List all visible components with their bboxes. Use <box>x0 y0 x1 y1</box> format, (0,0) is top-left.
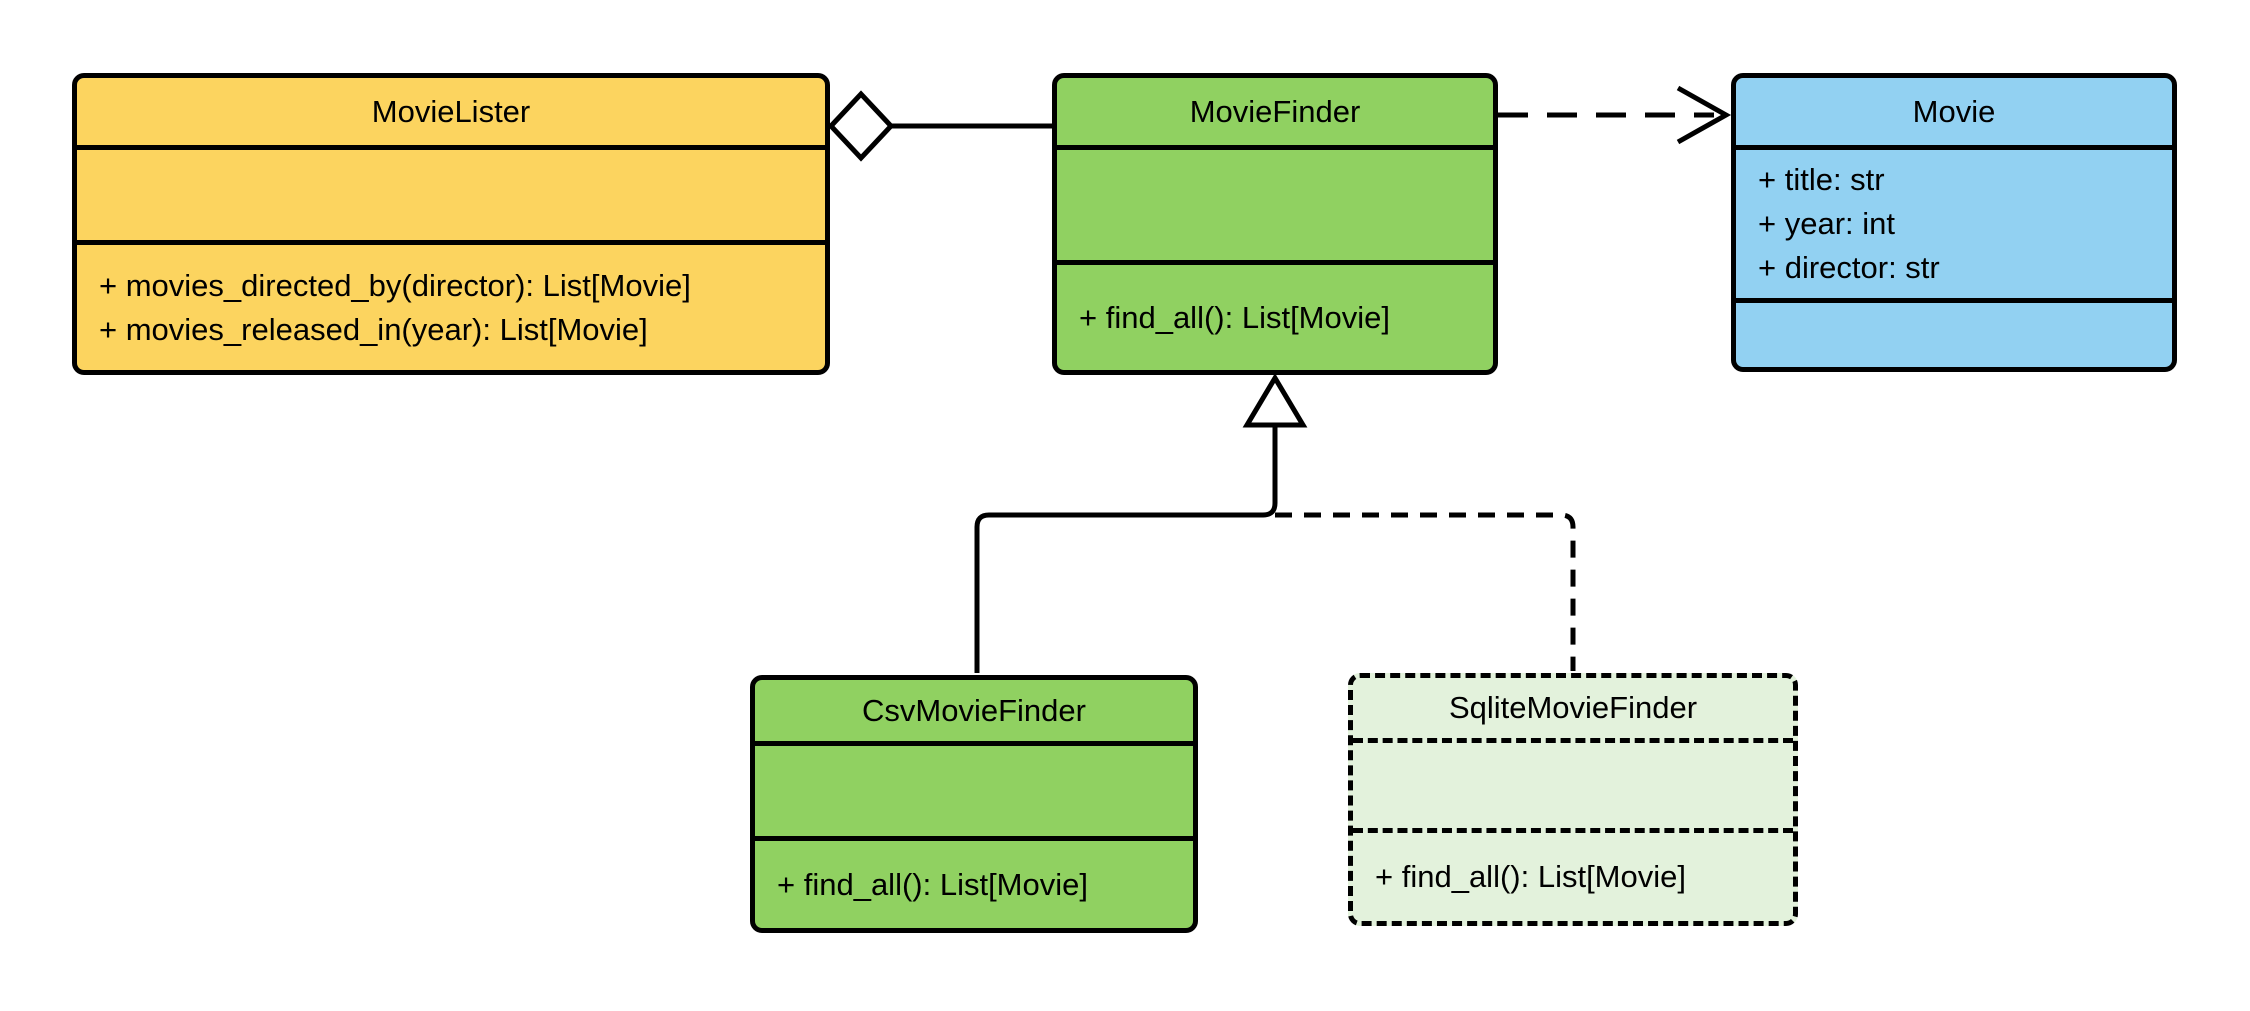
class-movielister-attributes-section <box>77 150 825 245</box>
class-sqlitemoviefinder-attributes-section <box>1353 743 1793 833</box>
class-moviefinder-attributes-section <box>1057 150 1493 265</box>
class-sqlitemoviefinder-methods-section: + find_all(): List[Movie] <box>1353 833 1793 921</box>
class-movie-header: Movie <box>1736 78 2172 150</box>
class-moviefinder-methods-section: + find_all(): List[Movie] <box>1057 265 1493 370</box>
class-sqlitemoviefinder-title: SqliteMovieFinder <box>1448 690 1698 725</box>
aggregation-connector[interactable] <box>827 90 1052 162</box>
generalization-solid-path <box>974 425 1278 673</box>
method-item: + movies_directed_by(director): List[Mov… <box>99 267 691 303</box>
method-item: + find_all(): List[Movie] <box>1375 859 1686 894</box>
class-movie-title: Movie <box>1912 93 1996 129</box>
attribute-item: + title: str <box>1758 162 1885 197</box>
class-moviefinder-title: MovieFinder <box>1189 93 1361 129</box>
class-csvmoviefinder-title: CsvMovieFinder <box>862 692 1086 728</box>
class-moviefinder[interactable]: MovieFinder + find_all(): List[Movie] <box>1052 73 1498 375</box>
class-moviefinder-header: MovieFinder <box>1057 78 1493 150</box>
class-movielister-header: MovieLister <box>77 78 825 150</box>
generalization-dashed-path <box>1275 512 1576 671</box>
attribute-item: + director: str <box>1758 250 1940 285</box>
class-movielister-methods-section: + movies_directed_by(director): List[Mov… <box>77 245 825 370</box>
class-csvmoviefinder[interactable]: CsvMovieFinder + find_all(): List[Movie] <box>750 675 1198 933</box>
method-item: + find_all(): List[Movie] <box>777 866 1088 902</box>
class-movie-methods-section <box>1736 303 2172 367</box>
dependency-connector[interactable] <box>1498 85 1732 145</box>
class-movie[interactable]: Movie + title: str + year: int + directo… <box>1731 73 2177 372</box>
dependency-arrow-icon <box>1676 85 1732 145</box>
class-sqlitemoviefinder-header: SqliteMovieFinder <box>1353 678 1793 743</box>
method-item: + find_all(): List[Movie] <box>1079 299 1390 335</box>
attribute-item: + year: int <box>1758 206 1895 241</box>
class-movielister-title: MovieLister <box>371 93 531 129</box>
method-item: + movies_released_in(year): List[Movie] <box>99 311 648 347</box>
class-csvmoviefinder-methods-section: + find_all(): List[Movie] <box>755 841 1193 928</box>
class-movielister[interactable]: MovieLister + movies_directed_by(directo… <box>72 73 830 375</box>
generalization-triangle-icon <box>1242 373 1308 428</box>
class-csvmoviefinder-header: CsvMovieFinder <box>755 680 1193 746</box>
generalization-connector[interactable] <box>974 373 1576 673</box>
class-sqlitemoviefinder[interactable]: SqliteMovieFinder + find_all(): List[Mov… <box>1348 673 1798 926</box>
class-csvmoviefinder-attributes-section <box>755 746 1193 841</box>
class-movie-attributes-section: + title: str + year: int + director: str <box>1736 150 2172 303</box>
aggregation-diamond-icon <box>827 90 895 162</box>
